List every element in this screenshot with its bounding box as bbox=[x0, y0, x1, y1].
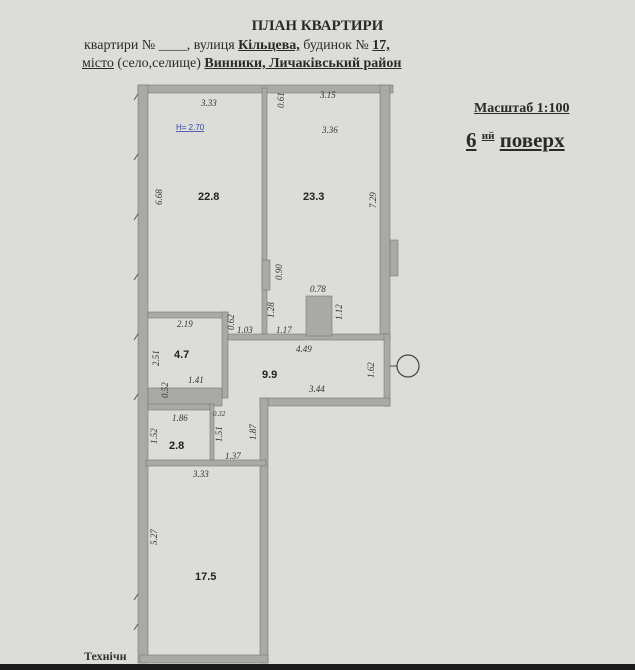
dim: 1.52 bbox=[149, 428, 159, 444]
floor-number: 6 bbox=[466, 128, 477, 152]
floor-label: 6 ий поверх bbox=[466, 128, 565, 153]
dim: 3.15 bbox=[319, 90, 336, 100]
hatching bbox=[133, 93, 139, 631]
dim: 1.41 bbox=[188, 375, 204, 385]
dim: 1.86 bbox=[172, 413, 188, 423]
dim: 1.37 bbox=[225, 451, 241, 461]
floor-suffix: ий bbox=[481, 130, 495, 142]
room-area-3: 4.7 bbox=[174, 349, 189, 361]
room-area-4: 9.9 bbox=[262, 369, 277, 381]
address-line-2: місто (село,селище) Винники, Личаківськи… bbox=[82, 56, 401, 72]
riser-circle-icon bbox=[396, 354, 420, 378]
room-area-2: 23.3 bbox=[303, 191, 324, 203]
street: Кільцева, bbox=[238, 38, 300, 53]
dim: 5.27 bbox=[149, 529, 159, 545]
bottom-border bbox=[0, 664, 635, 670]
dim: 0.52 bbox=[160, 382, 170, 398]
dim: 3.33 bbox=[200, 98, 217, 108]
dim: 1.51 bbox=[214, 426, 224, 442]
dim: 1.12 bbox=[334, 304, 344, 320]
plan-title: ПЛАН КВАРТИРИ bbox=[251, 18, 384, 34]
label: квартири № ____, вулиця bbox=[84, 38, 239, 53]
address-line-1: квартири № ____, вулиця Кільцева, будино… bbox=[84, 38, 390, 54]
dim: 4.49 bbox=[296, 344, 312, 354]
city: Винники, Личаківський район bbox=[204, 56, 402, 71]
dim: 0.62 bbox=[226, 314, 236, 330]
ceiling-height: H= 2.70 bbox=[176, 123, 205, 132]
label: (село,селище) bbox=[113, 56, 205, 71]
dim: 3.33 bbox=[192, 469, 209, 479]
house-number: 17, bbox=[372, 38, 390, 53]
dim: 6.68 bbox=[154, 189, 164, 205]
dim: 2.51 bbox=[151, 350, 161, 366]
dim: 1.87 bbox=[248, 424, 258, 440]
dim: 1.17 bbox=[276, 325, 292, 335]
walls bbox=[137, 84, 399, 664]
label: будинок № bbox=[299, 38, 373, 53]
dim: 1.62 bbox=[366, 362, 376, 378]
room-area-5: 2.8 bbox=[169, 440, 184, 452]
dim: 0.32 bbox=[213, 410, 226, 418]
dim: 3.44 bbox=[308, 384, 325, 394]
label: місто bbox=[82, 56, 114, 71]
dim: 0.61 bbox=[276, 92, 286, 108]
dim: 7.29 bbox=[368, 192, 378, 208]
dim: 1.28 bbox=[266, 302, 276, 318]
dim: 0.78 bbox=[310, 284, 326, 294]
scale-label: Масштаб 1:100 bbox=[474, 101, 570, 116]
room-area-6: 17.5 bbox=[195, 571, 216, 583]
cut-off-text: Технічн bbox=[84, 649, 127, 663]
dim: 2.19 bbox=[177, 319, 193, 329]
dim: 0.90 bbox=[274, 264, 284, 280]
room-area-1: 22.8 bbox=[198, 191, 219, 203]
dim: 1.03 bbox=[237, 325, 253, 335]
dim: 3.36 bbox=[321, 125, 338, 135]
floor-word: поверх bbox=[499, 128, 565, 152]
